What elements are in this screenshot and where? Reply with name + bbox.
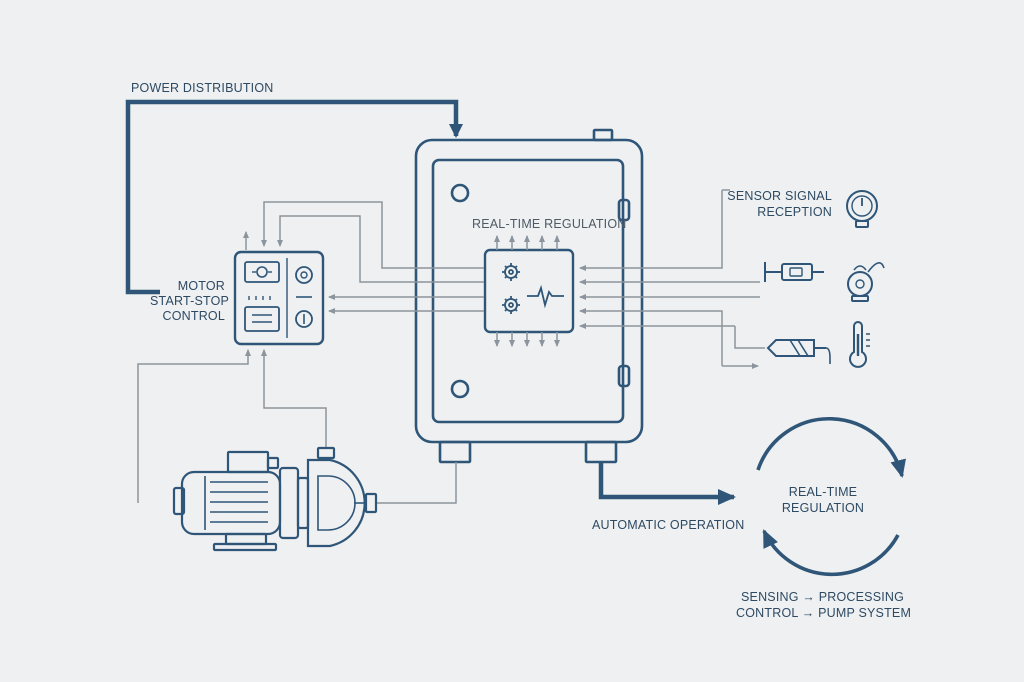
automatic-operation-label: AUTOMATIC OPERATION xyxy=(592,518,745,532)
signal-lines xyxy=(137,189,765,504)
motor-control-label-line2: START-STOP xyxy=(150,294,230,308)
regulation-loop-icon xyxy=(756,416,906,577)
sensor-label-line2: RECEPTION xyxy=(757,205,832,219)
indicator-light xyxy=(295,266,313,284)
start-stop-button xyxy=(295,310,313,328)
pressure-gauge-icon xyxy=(846,190,878,228)
motor-control-panel xyxy=(233,250,325,346)
motor-control-label-line1: MOTOR xyxy=(177,279,225,293)
motor-pump-assembly xyxy=(172,446,378,552)
loop-label-line1: REAL-TIME xyxy=(788,485,858,499)
flow-label-line1: SENSING → PROCESSING xyxy=(741,590,905,604)
level-sensor-icon xyxy=(847,262,885,302)
gear-icon xyxy=(502,296,520,314)
power-distribution-label: POWER DISTRIBUTION xyxy=(131,81,274,95)
control-cabinet xyxy=(414,128,644,464)
pulse-signal-icon xyxy=(527,284,564,309)
motor-control-label-line3: CONTROL xyxy=(162,309,225,323)
loop-label-line2: REGULATION xyxy=(781,501,865,515)
sensor-label-line1: SENSOR SIGNAL xyxy=(727,189,832,203)
flow-sensor-icon xyxy=(764,262,824,282)
flow-label-line2: CONTROL → PUMP SYSTEM xyxy=(736,606,912,620)
inline-sensor-icon xyxy=(766,339,831,364)
cabinet-title-label: REAL-TIME REGULATION xyxy=(472,217,627,231)
controller-module xyxy=(483,235,575,347)
thermometer-icon xyxy=(849,321,870,368)
controller-output-arrows xyxy=(494,235,560,347)
gear-icon xyxy=(502,263,520,281)
power-distribution-line xyxy=(125,99,463,295)
automatic-operation-arrow xyxy=(598,462,736,505)
